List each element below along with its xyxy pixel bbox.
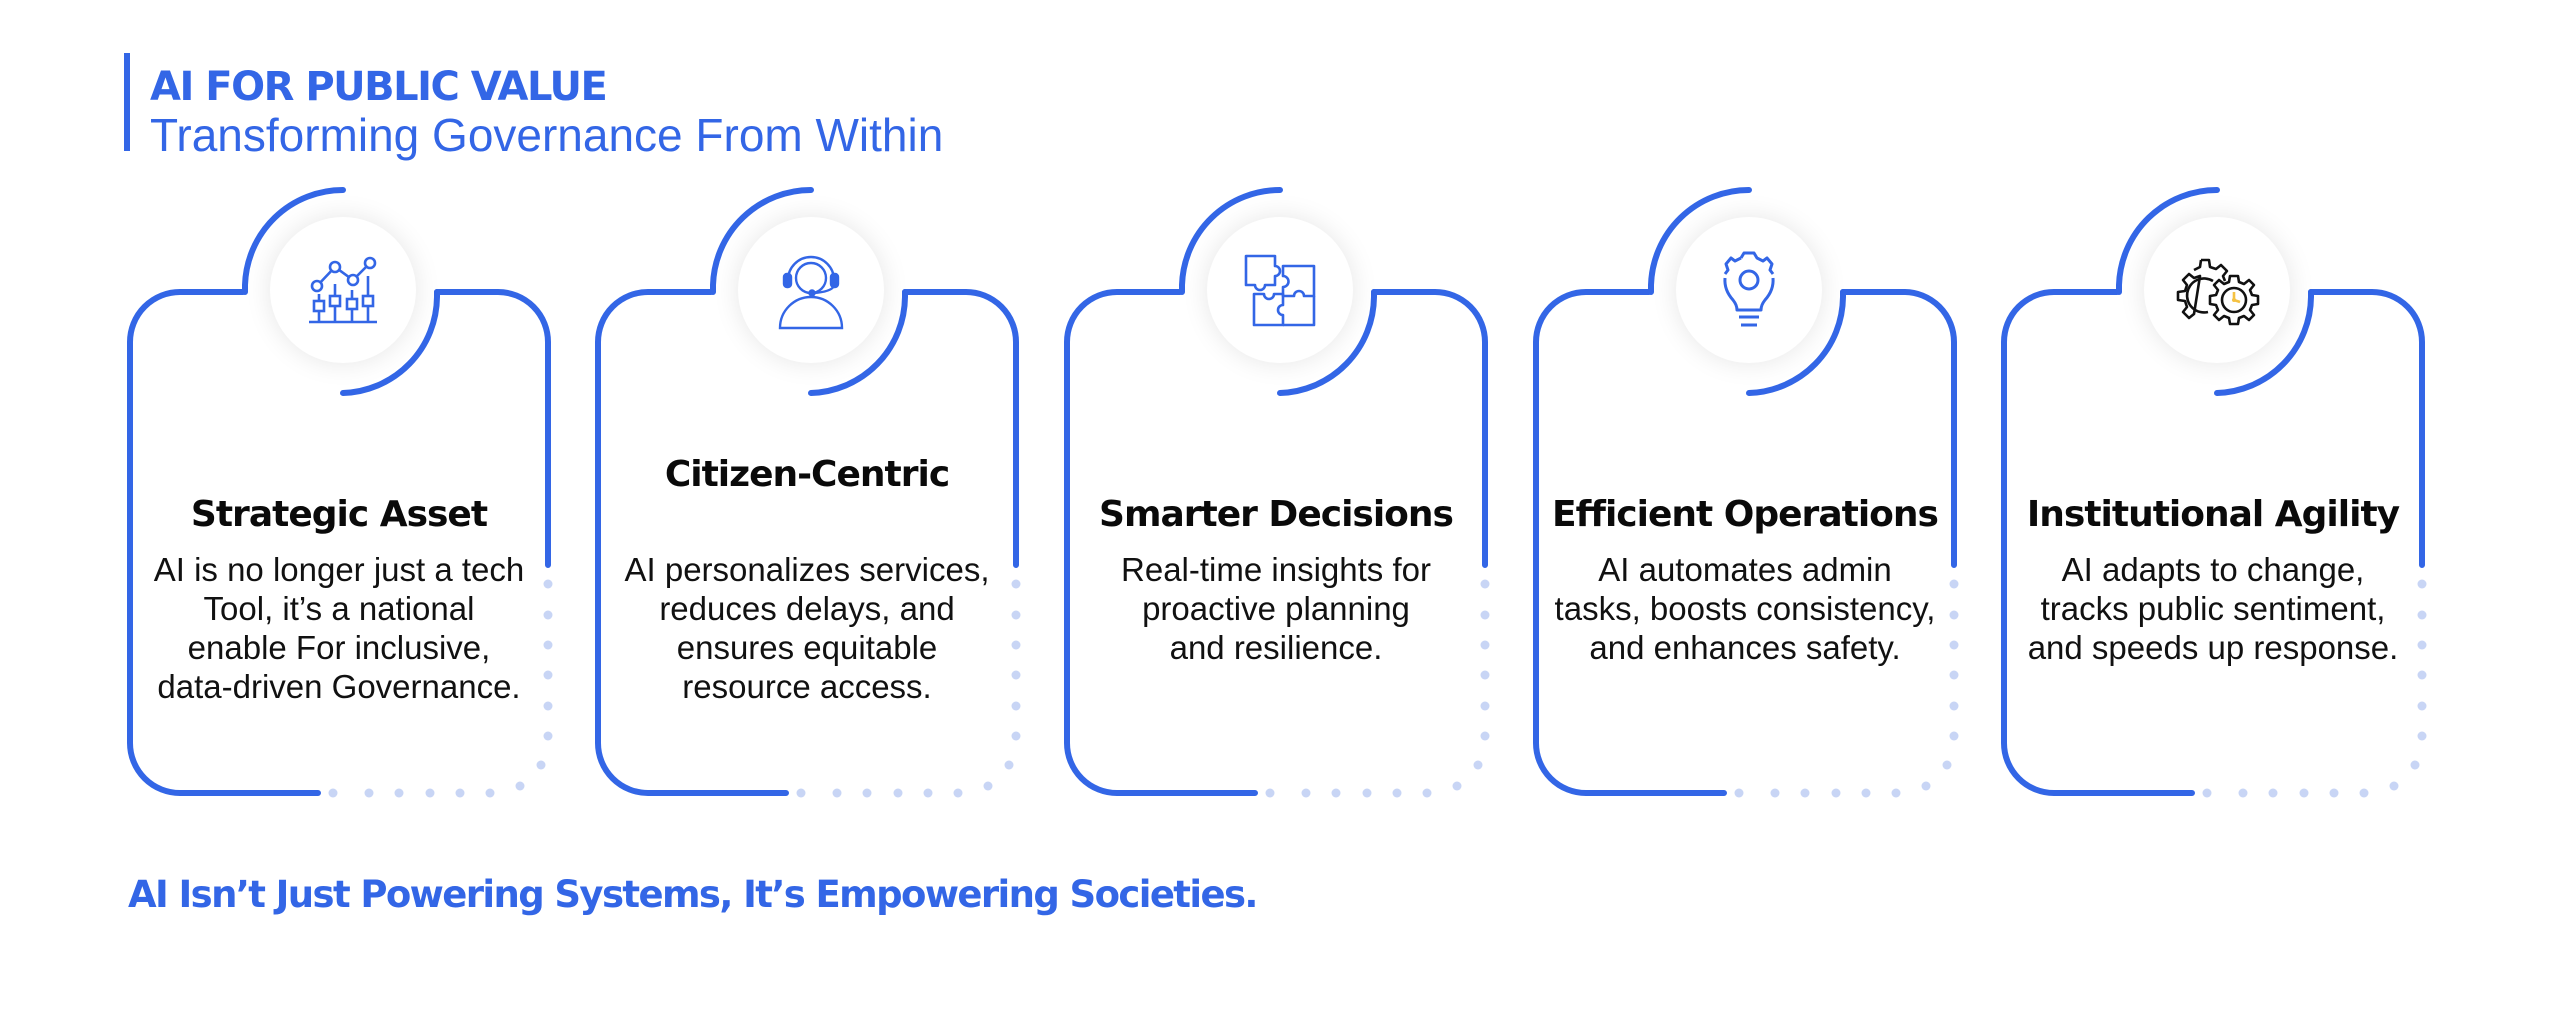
icon-badge — [1207, 217, 1353, 363]
page-subtitle: Transforming Governance From Within — [150, 109, 944, 161]
card-title: Efficient Operations — [1552, 494, 1939, 535]
icon-badge — [1676, 217, 1822, 363]
customer-support-headset-icon — [778, 255, 844, 330]
card-description: AI personalizes services, reduces delays… — [624, 551, 990, 705]
card-title: Smarter Decisions — [1099, 494, 1454, 535]
page-title: AI FOR PUBLIC VALUE — [150, 64, 608, 110]
gears-clock-icon — [2176, 258, 2260, 326]
header: AI FOR PUBLIC VALUE Transforming Governa… — [124, 53, 943, 158]
puzzle-icon — [1244, 254, 1316, 327]
footer-tagline: AI Isn’t Just Powering Systems, It’s Emp… — [128, 873, 1258, 916]
card-description: AI is no longer just a tech Tool, it’s a… — [153, 551, 525, 705]
card-title: Strategic Asset — [190, 494, 488, 535]
card-title: Institutional Agility — [2026, 494, 2400, 535]
chart-analytics-icon — [309, 256, 377, 324]
lightbulb-gear-icon — [1723, 251, 1775, 327]
card-institutional-agility: Institutional Agility AI adapts to chang… — [2004, 185, 2444, 815]
card-citizen-centric: Citizen-Centric AI personalizes services… — [598, 185, 1038, 815]
card-strategic-asset: Strategic Asset AI is no longer just a t… — [130, 185, 570, 815]
card-title: Citizen-Centric — [664, 454, 950, 495]
icon-badge — [270, 217, 416, 363]
card-description: AI adapts to change, tracks public senti… — [2027, 551, 2399, 666]
icon-badge — [2144, 217, 2290, 363]
card-description: Real-time insights for proactive plannin… — [1121, 551, 1431, 666]
card-smarter-decisions: Smarter Decisions Real-time insights for… — [1067, 185, 1507, 815]
icon-badge — [738, 217, 884, 363]
card-efficient-operations: Efficient Operations AI automates admin … — [1536, 185, 1976, 815]
card-description: AI automates admin tasks, boosts consist… — [1554, 551, 1936, 666]
